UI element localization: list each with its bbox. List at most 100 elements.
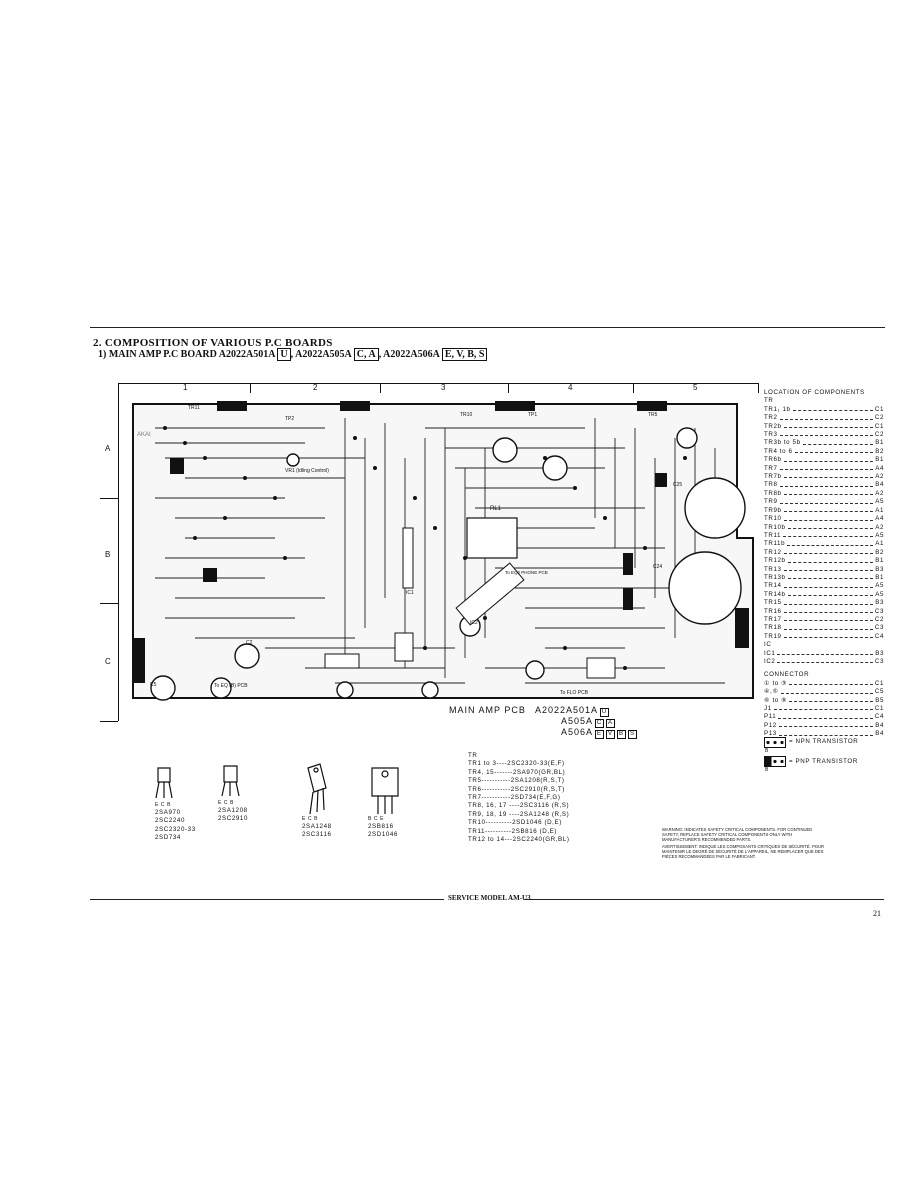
- location-connector-name: P13: [764, 730, 777, 738]
- tr-list-header: TR: [468, 752, 478, 759]
- pcb-label-rl1: RL1: [490, 506, 502, 512]
- location-connector-name: P11: [764, 713, 777, 721]
- location-tr-name: TR13b: [764, 573, 786, 581]
- location-tr-loc: C1: [874, 405, 884, 413]
- pcb-box-3-0: E: [595, 730, 605, 739]
- transistor-package-drawings: [155, 763, 399, 815]
- col-label-4: 4: [568, 383, 573, 392]
- location-tr-leader: [783, 456, 874, 462]
- location-tr-leader: [787, 540, 874, 546]
- pcb-box-2-1: A: [606, 719, 616, 728]
- pcb-box-3-3: S: [628, 730, 638, 739]
- warning-block: WARNING: INDICATES SAFETY CRITICAL COMPO…: [662, 827, 827, 859]
- location-tr-loc: C3: [874, 607, 884, 615]
- board-code-2: A2022A505A: [295, 349, 352, 360]
- location-tr-name: TR3: [764, 431, 778, 439]
- location-tr-loc: A2: [875, 473, 884, 481]
- tr-list-lines: TR1 to 3----2SC2320-33(E,F)TR4, 15------…: [468, 760, 569, 844]
- location-tr-leader: [783, 507, 874, 513]
- grid-frame: [100, 383, 759, 722]
- location-tr-leader: [787, 524, 874, 529]
- location-tr-leader: [783, 624, 873, 630]
- pcb-label-c2: C2: [246, 640, 253, 646]
- location-connector-loc: B5: [875, 696, 884, 704]
- location-connector-leader: [778, 730, 874, 736]
- location-tr-name: TR10b: [764, 523, 786, 531]
- pcb-box-1-0: U: [600, 708, 610, 717]
- location-tr-leader: [783, 423, 873, 429]
- location-connector-name: ④,⑤: [764, 688, 779, 696]
- pcb-label-tr11: TR11: [188, 405, 200, 411]
- row-label-B: B: [105, 550, 111, 559]
- location-ic-header: IC: [764, 641, 772, 649]
- tr-list-line: TR11----------2SB816 (D,E): [468, 827, 558, 835]
- package-2-pins: E C B: [218, 800, 235, 806]
- location-connector-header: CONNECTOR: [764, 671, 810, 679]
- pcb-board: [132, 401, 754, 701]
- tr-list-line: TR7-----------2SD734(E,F,G): [468, 794, 561, 802]
- pcb-label-ic1: IC1: [406, 590, 414, 596]
- pcb-label-to-eq: To EQ (B) PCB: [214, 683, 248, 689]
- location-tr-name: TR6b: [764, 456, 782, 464]
- board-code-1: A2022A501A: [218, 349, 276, 360]
- location-tr-name: TR11: [764, 531, 782, 539]
- col-label-1: 1: [183, 383, 188, 392]
- package-1-part-2: 2SC2240: [155, 817, 186, 825]
- pcb-label-tr10: TR10: [460, 412, 473, 418]
- location-tr-name: TR9: [764, 498, 778, 506]
- location-tr-name: TR8b: [764, 489, 782, 497]
- subsection-prefix: 1) MAIN AMP P.C BOARD: [98, 349, 217, 360]
- region-box-1: U: [277, 348, 291, 361]
- location-tr-leader: [783, 473, 874, 479]
- location-tr-name: TR14: [764, 582, 782, 590]
- location-tr-leader: [794, 448, 874, 454]
- location-tr-leader: [787, 591, 874, 597]
- col-label-5: 5: [693, 383, 698, 392]
- location-tr-leader: [783, 515, 874, 521]
- location-tr-loc: B1: [875, 557, 884, 565]
- warning-text-en: INDICATES SAFETY CRITICAL COMPONENTS. FO…: [662, 827, 813, 842]
- location-connector-leader: [789, 680, 873, 686]
- pcb-label-tp2: TP2: [285, 416, 295, 422]
- pcb-label-phone: To EQ2 PHONE PCB: [505, 570, 548, 575]
- tr-list-line: TR10----------2SD1046 (D,E): [468, 819, 562, 827]
- section-title: 2. COMPOSITION OF VARIOUS P.C BOARDS: [93, 337, 333, 349]
- location-tr-loc: A2: [875, 489, 884, 497]
- location-tr-leader: [783, 633, 873, 639]
- location-connector-leader: [789, 697, 874, 703]
- location-tr-loc: A2: [875, 523, 884, 531]
- package-4: B C E 2SB816 2SD1046: [368, 816, 398, 840]
- location-tr-leader: [787, 574, 874, 580]
- separator-1: ,: [290, 349, 294, 360]
- location-tr-name: TR12: [764, 548, 782, 556]
- top-rule: [90, 327, 885, 328]
- location-tr-loc: A1: [875, 540, 884, 548]
- location-tr-loc: A5: [875, 498, 884, 506]
- location-tr-name: TR3b to 5b: [764, 439, 801, 447]
- location-tr-name: TR8: [764, 481, 778, 489]
- region-box-3: E, V, B, S: [441, 348, 488, 361]
- service-model: SERVICE MODEL AM-U3: [448, 894, 531, 902]
- location-connector-name: ① to ③: [764, 679, 788, 687]
- location-tr-name: TR12b: [764, 557, 786, 565]
- location-tr-name: TR10: [764, 515, 782, 523]
- tr-list-line: TR5-----------2SA1208(R,S,T): [468, 777, 565, 785]
